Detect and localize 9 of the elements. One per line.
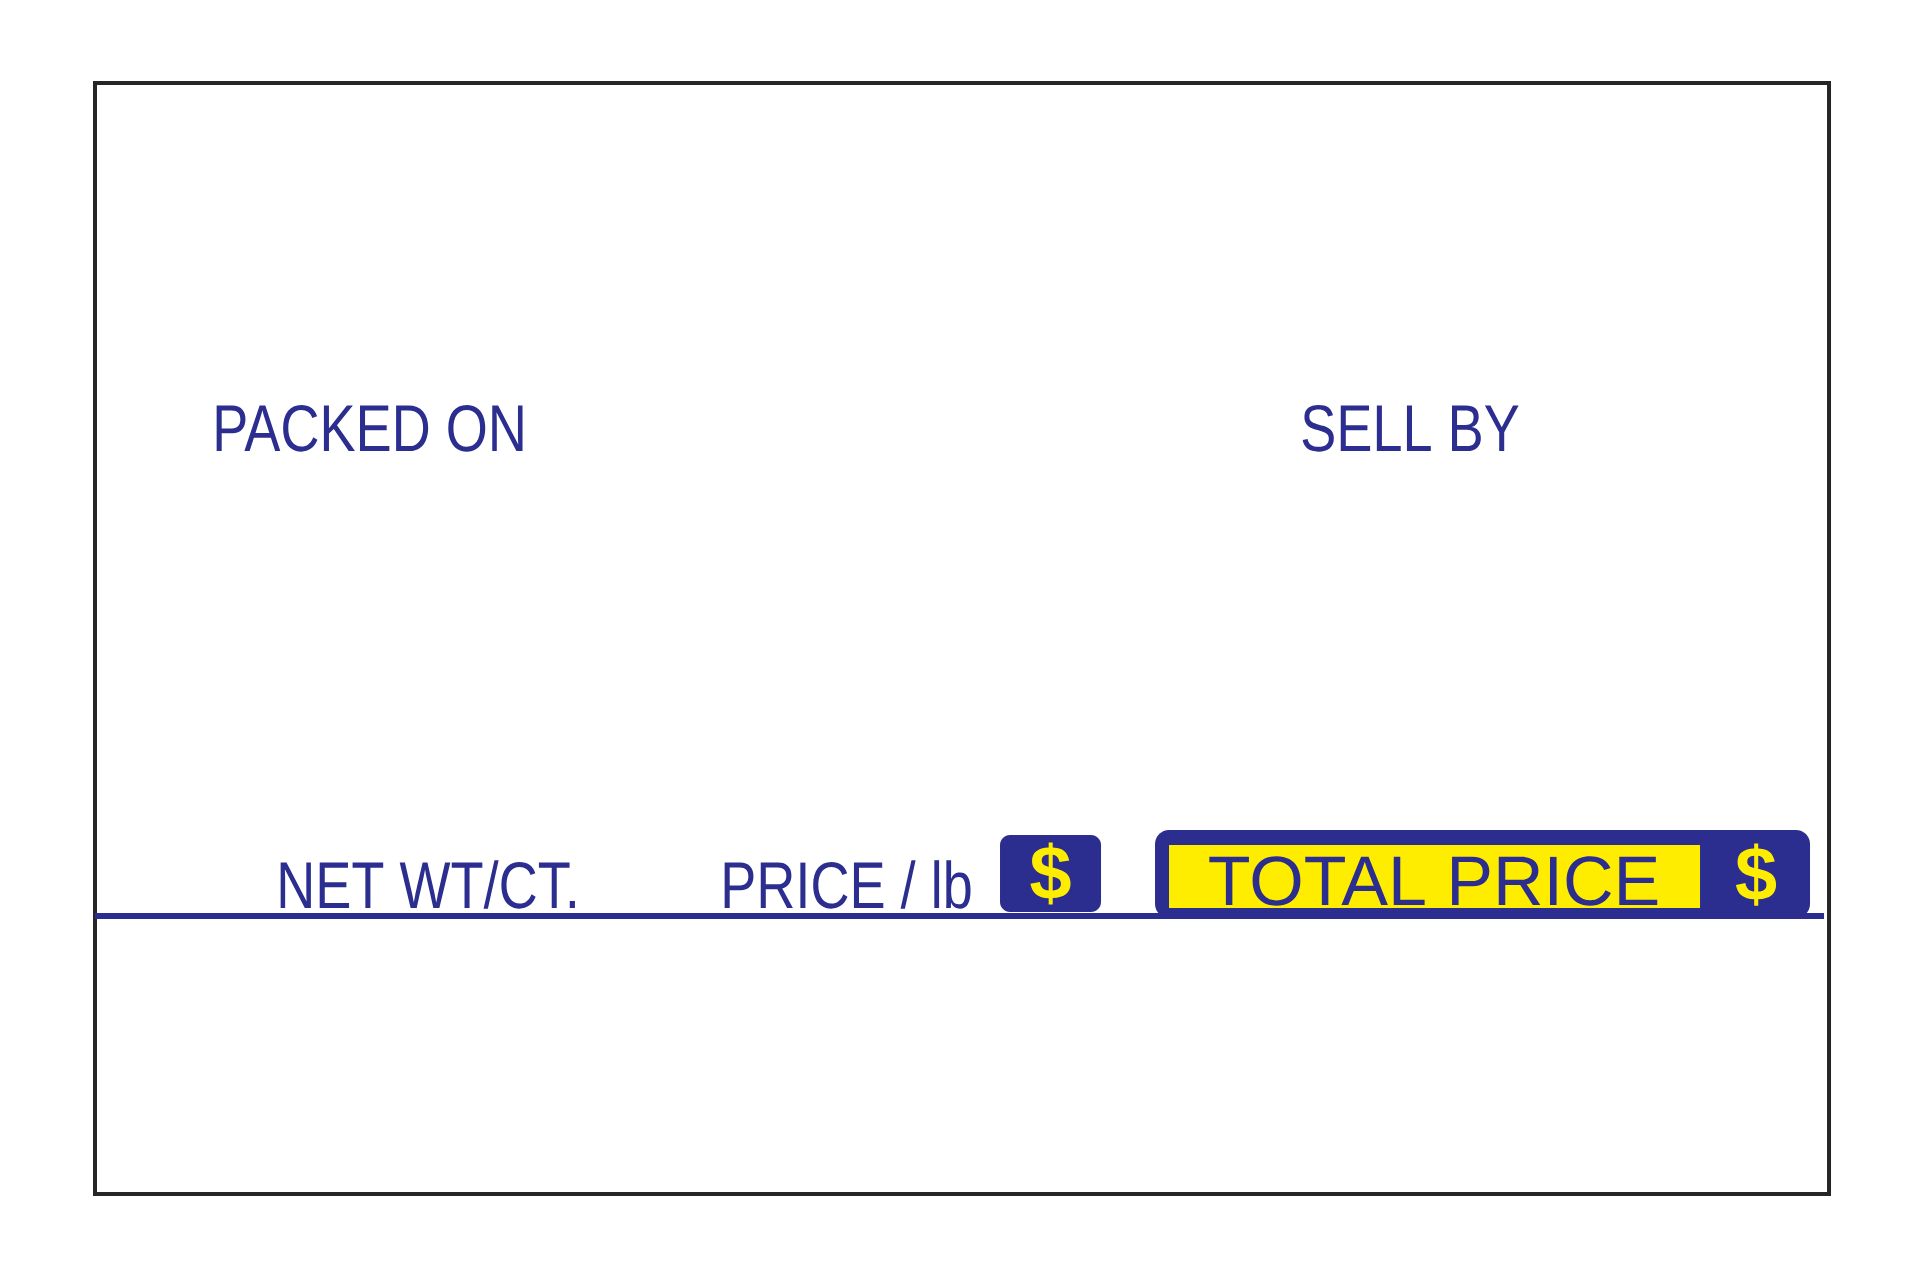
- total-price-badge: TOTAL PRICE $: [1155, 830, 1810, 918]
- field-label: PACKED ON: [216, 404, 523, 452]
- node-label: $: [1030, 842, 1071, 905]
- node-label: $: [1735, 843, 1777, 906]
- node-label: TOTAL PRICE: [1209, 856, 1658, 906]
- dollar-badge: $: [1000, 835, 1101, 912]
- field-label: SELL BY: [1302, 404, 1519, 452]
- field-label: NET WT/CT.: [280, 860, 575, 909]
- field-label: PRICE / lb: [724, 860, 971, 909]
